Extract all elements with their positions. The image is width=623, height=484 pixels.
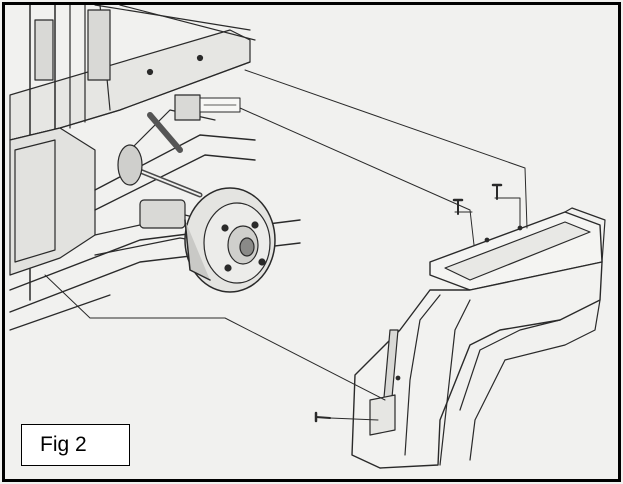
wheel-hub [184, 187, 276, 293]
suspension-arms [94, 94, 256, 256]
callout-tag [199, 97, 241, 113]
fender-step-panel [351, 207, 606, 469]
figure-label-text: Fig 2 [40, 433, 87, 456]
figure-label: Fig 2 [21, 424, 130, 466]
screw-icon [314, 411, 331, 423]
vehicle-chassis [9, 4, 301, 331]
assembly-leader-lines [44, 69, 528, 421]
screw-icon [491, 183, 503, 200]
